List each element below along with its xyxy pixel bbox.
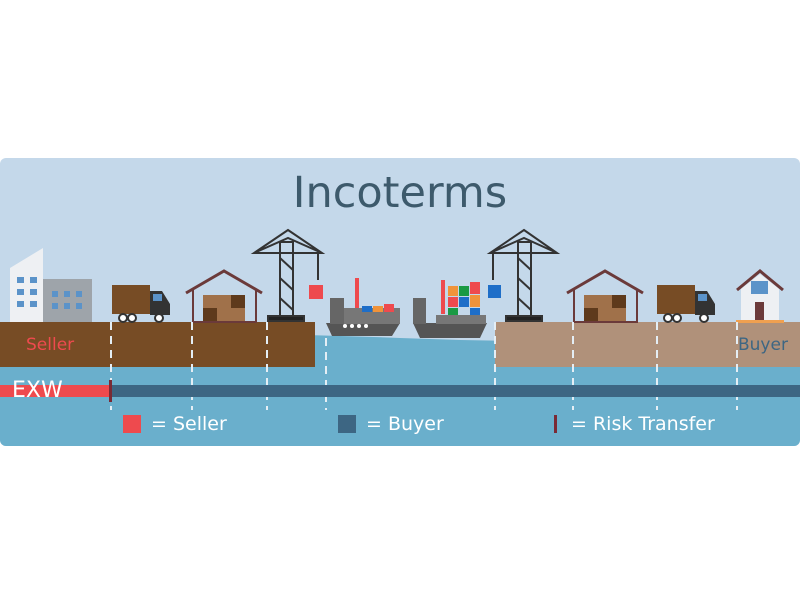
house-icon bbox=[736, 269, 784, 323]
seller-swatch bbox=[123, 415, 141, 433]
page-title: Incoterms bbox=[292, 168, 508, 218]
seller-land bbox=[0, 322, 315, 367]
legend-risk-text: = Risk Transfer bbox=[571, 413, 715, 435]
risk-swatch bbox=[554, 415, 557, 433]
buyer-label: Buyer bbox=[738, 335, 788, 355]
truck-icon bbox=[657, 285, 715, 323]
legend-seller: = Seller bbox=[123, 413, 227, 435]
warehouse-icon bbox=[566, 269, 644, 323]
container-ship-icon bbox=[413, 280, 501, 338]
crane-icon bbox=[486, 228, 561, 322]
truck-icon bbox=[112, 285, 170, 323]
seller-label: Seller bbox=[26, 335, 75, 355]
seller-responsibility-bar bbox=[0, 385, 111, 397]
buyer-responsibility-bar bbox=[111, 385, 800, 397]
crane-icon bbox=[250, 228, 326, 322]
risk-transfer-marker bbox=[109, 380, 112, 402]
ship-icon bbox=[326, 278, 400, 336]
warehouse-icon bbox=[185, 269, 263, 323]
shipping-scene bbox=[0, 228, 800, 446]
legend-buyer: = Buyer bbox=[338, 413, 444, 435]
buyer-land bbox=[495, 322, 800, 367]
term-label: EXW bbox=[12, 378, 63, 403]
factory-icon bbox=[10, 248, 92, 322]
legend-seller-text: = Seller bbox=[151, 413, 227, 435]
incoterms-panel: Incoterms bbox=[0, 158, 800, 446]
buyer-swatch bbox=[338, 415, 356, 433]
legend-buyer-text: = Buyer bbox=[366, 413, 444, 435]
legend-risk: = Risk Transfer bbox=[554, 413, 715, 435]
